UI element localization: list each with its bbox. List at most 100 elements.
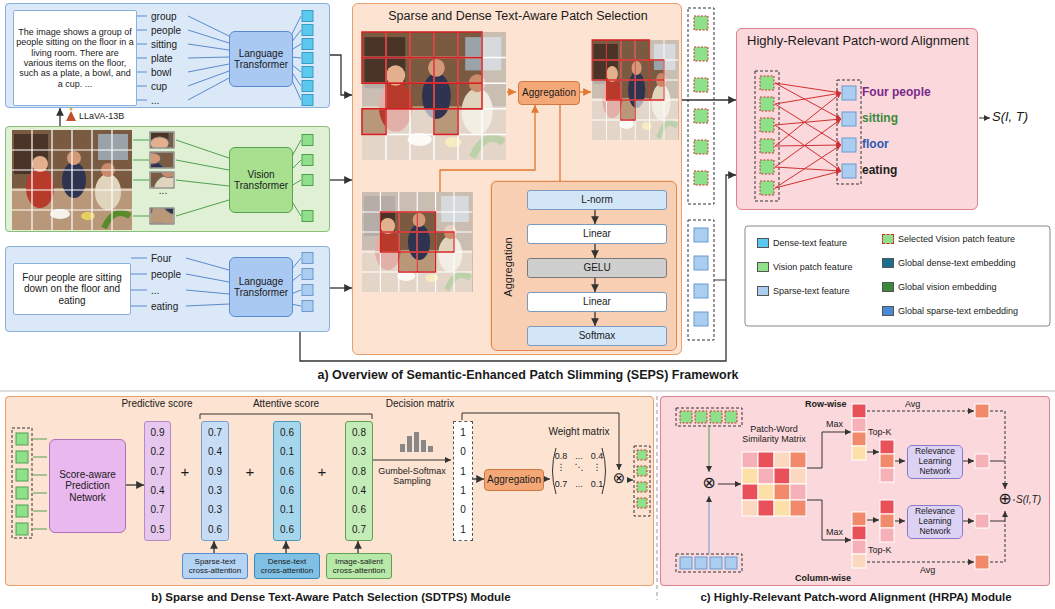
op-label: Avg	[920, 565, 935, 575]
box-label: Vision Transformer	[232, 169, 290, 192]
op-label: Top-K	[868, 545, 892, 555]
aggregation-wires	[440, 92, 591, 192]
hrpa-figure	[852, 404, 989, 569]
op-label: Max	[826, 419, 843, 429]
attention-box: Image-salient cross-attention	[326, 553, 392, 579]
connector	[682, 99, 736, 100]
panel-label: Four	[151, 253, 172, 265]
legend-swatch	[757, 286, 769, 296]
module-panel: c) Highly-Relevant Patch-word Alignment …	[660, 396, 1050, 586]
legend-swatch	[882, 258, 894, 268]
vision-wires	[133, 140, 301, 216]
patch-grid	[362, 32, 506, 160]
box-label: 0	[460, 504, 466, 516]
dense-text-panel: grouppeoplesittingplatebowlcup...The ima…	[5, 3, 330, 108]
connector	[285, 541, 286, 553]
hrpa-figure	[867, 562, 974, 563]
box-label: 0.6	[280, 427, 294, 439]
hrpa-figure	[680, 411, 737, 423]
sdtps-figure	[627, 480, 633, 481]
panel-label: people	[151, 25, 181, 37]
connector	[59, 108, 60, 126]
matrix-cell: ...	[569, 479, 589, 489]
patch-thumbnail	[102, 160, 246, 240]
panel-label: plate	[151, 53, 173, 65]
panel-label: sitting	[151, 39, 177, 51]
alignment-figure	[755, 71, 990, 201]
feature-square	[302, 67, 313, 78]
panel-label: ...	[151, 285, 159, 297]
hrpa-figure	[852, 418, 866, 432]
connector	[594, 278, 595, 292]
panel-label: c) Highly-Relevant Patch-word Alignment …	[661, 591, 1051, 604]
alignment-figure	[775, 104, 841, 145]
hrpa-figure	[963, 461, 974, 462]
box-label: 1	[460, 485, 466, 497]
hrpa-figure	[695, 411, 707, 423]
hrpa-figure	[680, 411, 692, 423]
hrpa-figure	[852, 512, 866, 526]
hrpa-figure	[807, 500, 851, 540]
hrpa-figure	[758, 484, 774, 500]
op-label: Max	[826, 527, 843, 537]
alignment-figure	[775, 93, 841, 104]
score-label: S(I,T)	[1016, 494, 1041, 506]
panel-label: b) Sparse and Dense Text-Aware Patch Sel…	[11, 591, 651, 604]
box-label: Relevance Learning Network	[910, 507, 960, 536]
box-label: Four people are sitting down on the floo…	[16, 272, 128, 307]
patch-grid	[362, 192, 472, 292]
step-label: Gumbel-Softmax Sampling	[376, 466, 448, 487]
box-label: The image shows a group of people sittin…	[16, 27, 134, 89]
hrpa-figure	[880, 500, 894, 514]
box-label: GELU	[583, 262, 610, 274]
alignment-figure	[760, 76, 774, 195]
sdtps-figure	[637, 498, 647, 508]
legend-item: Selected Vision patch feature	[882, 234, 1015, 244]
hrpa-figure	[742, 468, 758, 484]
hrpa-figure	[990, 461, 1005, 462]
network-box: Score-aware Prediction Network	[49, 439, 126, 533]
patch-grid	[362, 192, 472, 292]
panel-label: cup	[151, 81, 167, 93]
box-label: Language Transformer	[232, 48, 290, 71]
panel-ground	[5, 246, 330, 332]
layer-box: Linear	[527, 292, 667, 312]
alignment-figure	[979, 118, 990, 119]
operator-symbol: ⊗	[700, 475, 718, 491]
hrpa-figure	[895, 461, 905, 462]
panel-ground	[5, 3, 330, 108]
matrix-cell: 0.8	[551, 451, 571, 461]
hrpa-figure	[774, 500, 790, 516]
hrpa-figure	[790, 452, 806, 468]
module-panel: Highly-Relevant Patch-word Alignment	[736, 28, 978, 210]
decision-column: 101101	[453, 421, 473, 541]
box-label: 0.7	[151, 466, 165, 478]
box-label: L-norm	[581, 194, 613, 206]
panel-label: ...	[151, 95, 159, 107]
sdtps-figure	[634, 446, 650, 516]
vision-wires	[176, 140, 229, 216]
feature-square	[302, 11, 313, 22]
alignment-figure	[842, 86, 856, 100]
box-label: 0.7	[352, 524, 366, 536]
patch-grid	[362, 192, 472, 292]
sparse-text-wires	[131, 258, 147, 306]
sdtps-figure	[373, 460, 451, 461]
patch-grid	[362, 192, 472, 292]
word-label: eating	[862, 164, 897, 178]
operator-symbol: ⊕	[996, 491, 1014, 507]
transformer-box: Vision Transformer	[229, 147, 293, 213]
text-box: Four people are sitting down on the floo…	[13, 263, 131, 315]
aggregation-wires	[580, 91, 591, 92]
step-label: Row-wise	[805, 399, 847, 409]
aggregation-wires	[440, 105, 535, 192]
box-label: 0.4	[208, 446, 222, 458]
hrpa-figure	[852, 432, 866, 446]
hrpa-figure	[758, 452, 774, 468]
connector	[330, 179, 352, 180]
vision-panel: ...Vision Transformer	[5, 126, 330, 232]
connector	[330, 55, 352, 95]
patch-grid	[362, 192, 472, 292]
sdtps-figure	[16, 433, 28, 445]
axis-label: Attentive score	[236, 398, 336, 410]
